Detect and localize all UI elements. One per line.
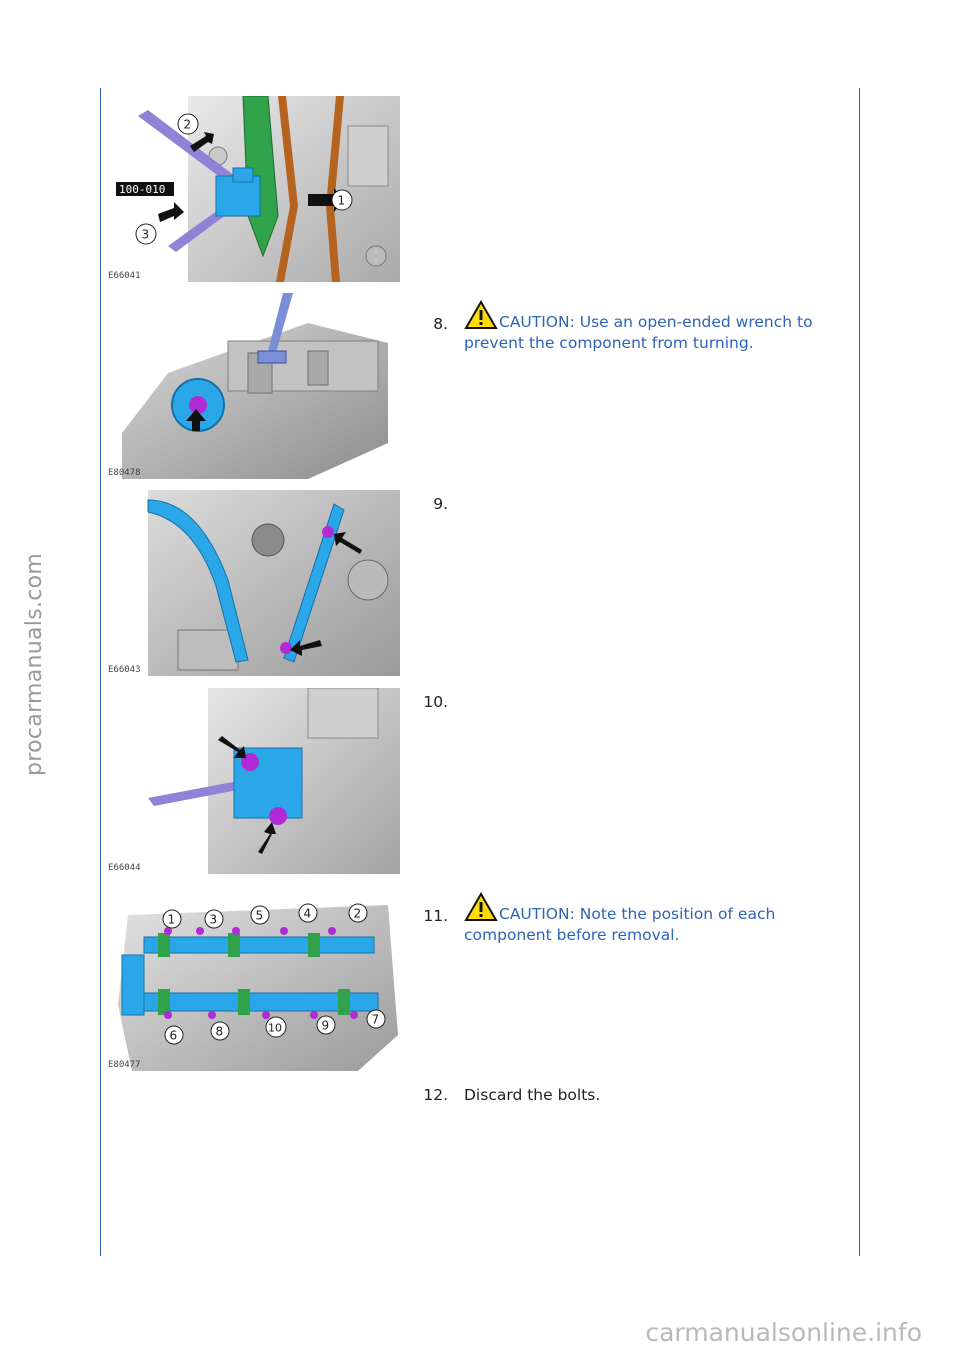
callout-3: 3 (142, 228, 150, 242)
figure-id: E66044 (108, 863, 141, 873)
figure-chain-guides: E66043 (108, 490, 400, 676)
callout-6: 6 (170, 1029, 178, 1043)
callout-3: 3 (210, 913, 218, 927)
figure-id: E66043 (108, 665, 141, 675)
figure-tensioner-tool: 100-010 1 2 3 E66041 (108, 96, 400, 282)
step-caution: CAUTION: Note the position of each compo… (464, 892, 844, 946)
step-number: 9. (433, 495, 448, 513)
callout-1: 1 (338, 194, 346, 208)
figure-camshaft-bolts: 1 3 5 4 2 6 8 10 9 7 E80477 (108, 885, 400, 1071)
step-number: 10. (423, 693, 448, 711)
callout-5: 5 (256, 909, 264, 923)
right-margin-rule (859, 88, 860, 1256)
caution-text: CAUTION: Use an open-ended wrench to pre… (464, 313, 813, 352)
warning-triangle-icon (464, 892, 498, 921)
caution-text: CAUTION: Note the position of each compo… (464, 905, 776, 944)
callout-2: 2 (354, 907, 362, 921)
callout-7: 7 (372, 1013, 380, 1027)
figure-id: E80478 (108, 468, 141, 478)
tool-number-label: 100-010 (119, 183, 165, 196)
figure-sprocket-bolt: E80478 (108, 293, 400, 479)
callout-10: 10 (268, 1022, 282, 1035)
callout-2: 2 (184, 118, 192, 132)
left-margin-rule (100, 88, 101, 1256)
bottom-watermark: carmanualsonline.info (645, 1318, 922, 1347)
figure-id: E80477 (108, 1060, 141, 1070)
step-caution: CAUTION: Use an open-ended wrench to pre… (464, 300, 844, 354)
figure-tensioner-bolts: E66044 (108, 688, 400, 874)
callout-8: 8 (216, 1025, 224, 1039)
callout-4: 4 (304, 907, 312, 921)
step-text: Discard the bolts. (464, 1086, 601, 1104)
side-watermark: procarmanuals.com (22, 552, 47, 776)
figure-id: E66041 (108, 271, 141, 281)
callout-9: 9 (322, 1019, 330, 1033)
step-number: 8. (433, 315, 448, 333)
step-number: 11. (423, 907, 448, 925)
warning-triangle-icon (464, 300, 498, 329)
callout-1: 1 (168, 913, 176, 927)
step-number: 12. (423, 1086, 448, 1104)
